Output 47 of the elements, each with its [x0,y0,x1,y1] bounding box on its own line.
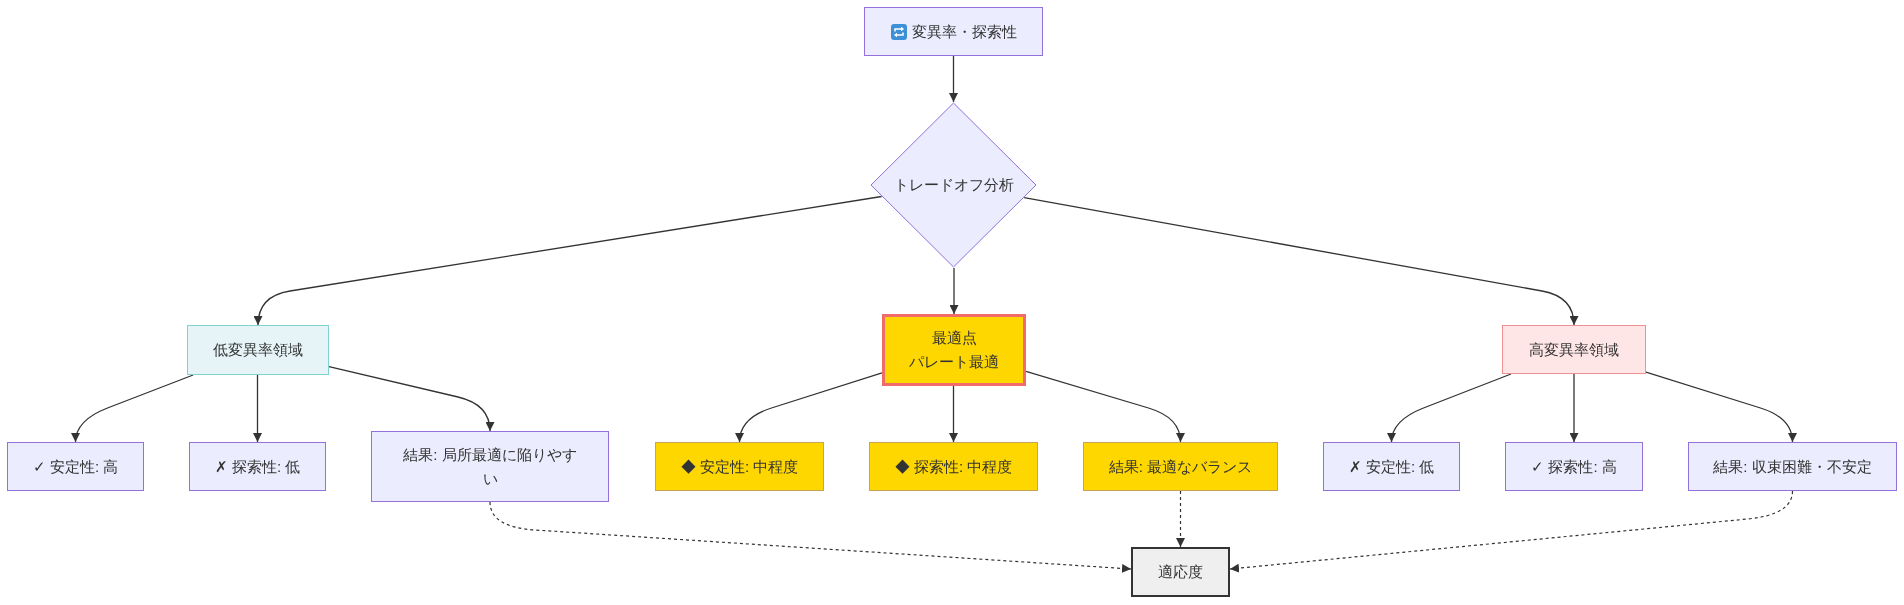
process-box [7,442,144,491]
arrow [1023,197,1579,326]
node-text: 適応度 [1158,562,1203,582]
dotted-arrow [1229,490,1794,573]
arrow [1645,371,1797,443]
arrow [735,372,883,443]
process-box [1323,442,1460,491]
node-text: パレート最適 [909,352,999,372]
node-text: 変異率・探索性 [911,21,1017,42]
arrow [253,195,883,326]
node-text: 結果: 収束困難・不安定 [1713,456,1872,477]
arrow [949,385,958,443]
arrow [71,374,194,443]
node-text: 低変異率領域 [213,340,303,360]
node-text: ◆ 探索性: 中程度 [894,456,1013,477]
region-box [187,325,329,375]
process-box [869,442,1038,491]
node-text: 最適点 [931,328,977,348]
arrow [253,374,262,443]
process-box [864,7,1043,56]
process-box [655,442,824,491]
decision-diamond [870,102,1037,268]
process-box [1505,442,1643,491]
arrow [328,366,495,432]
result-box [1131,547,1230,597]
arrow [949,55,958,103]
process-box [189,442,326,491]
node-text: トレードオフ分析 [893,175,1014,195]
arrow [1025,370,1185,443]
node-text: ✗ 安定性: 低 [1348,456,1435,477]
node-text: 結果: 局所最適に陥りやすい [402,444,578,489]
dotted-arrow [1176,490,1185,548]
node-text: ◆ 安定性: 中程度 [680,456,799,477]
process-box [1688,442,1897,491]
arrow [949,267,959,315]
arrow [1387,373,1512,443]
process-box [371,431,609,502]
node-text: 高変異率領域 [1529,339,1619,360]
node-text: ✓ 安定性: 高 [32,456,119,477]
arrow [1569,373,1579,443]
optimum-box [882,314,1026,386]
process-box [1083,442,1278,491]
node-text: ✓ 探索性: 高 [1531,456,1617,477]
node-text: 結果: 最適なバランス [1108,456,1253,477]
dotted-arrow [489,501,1132,573]
region-box [1502,325,1646,374]
node-text: ✗ 探索性: 低 [214,456,301,477]
